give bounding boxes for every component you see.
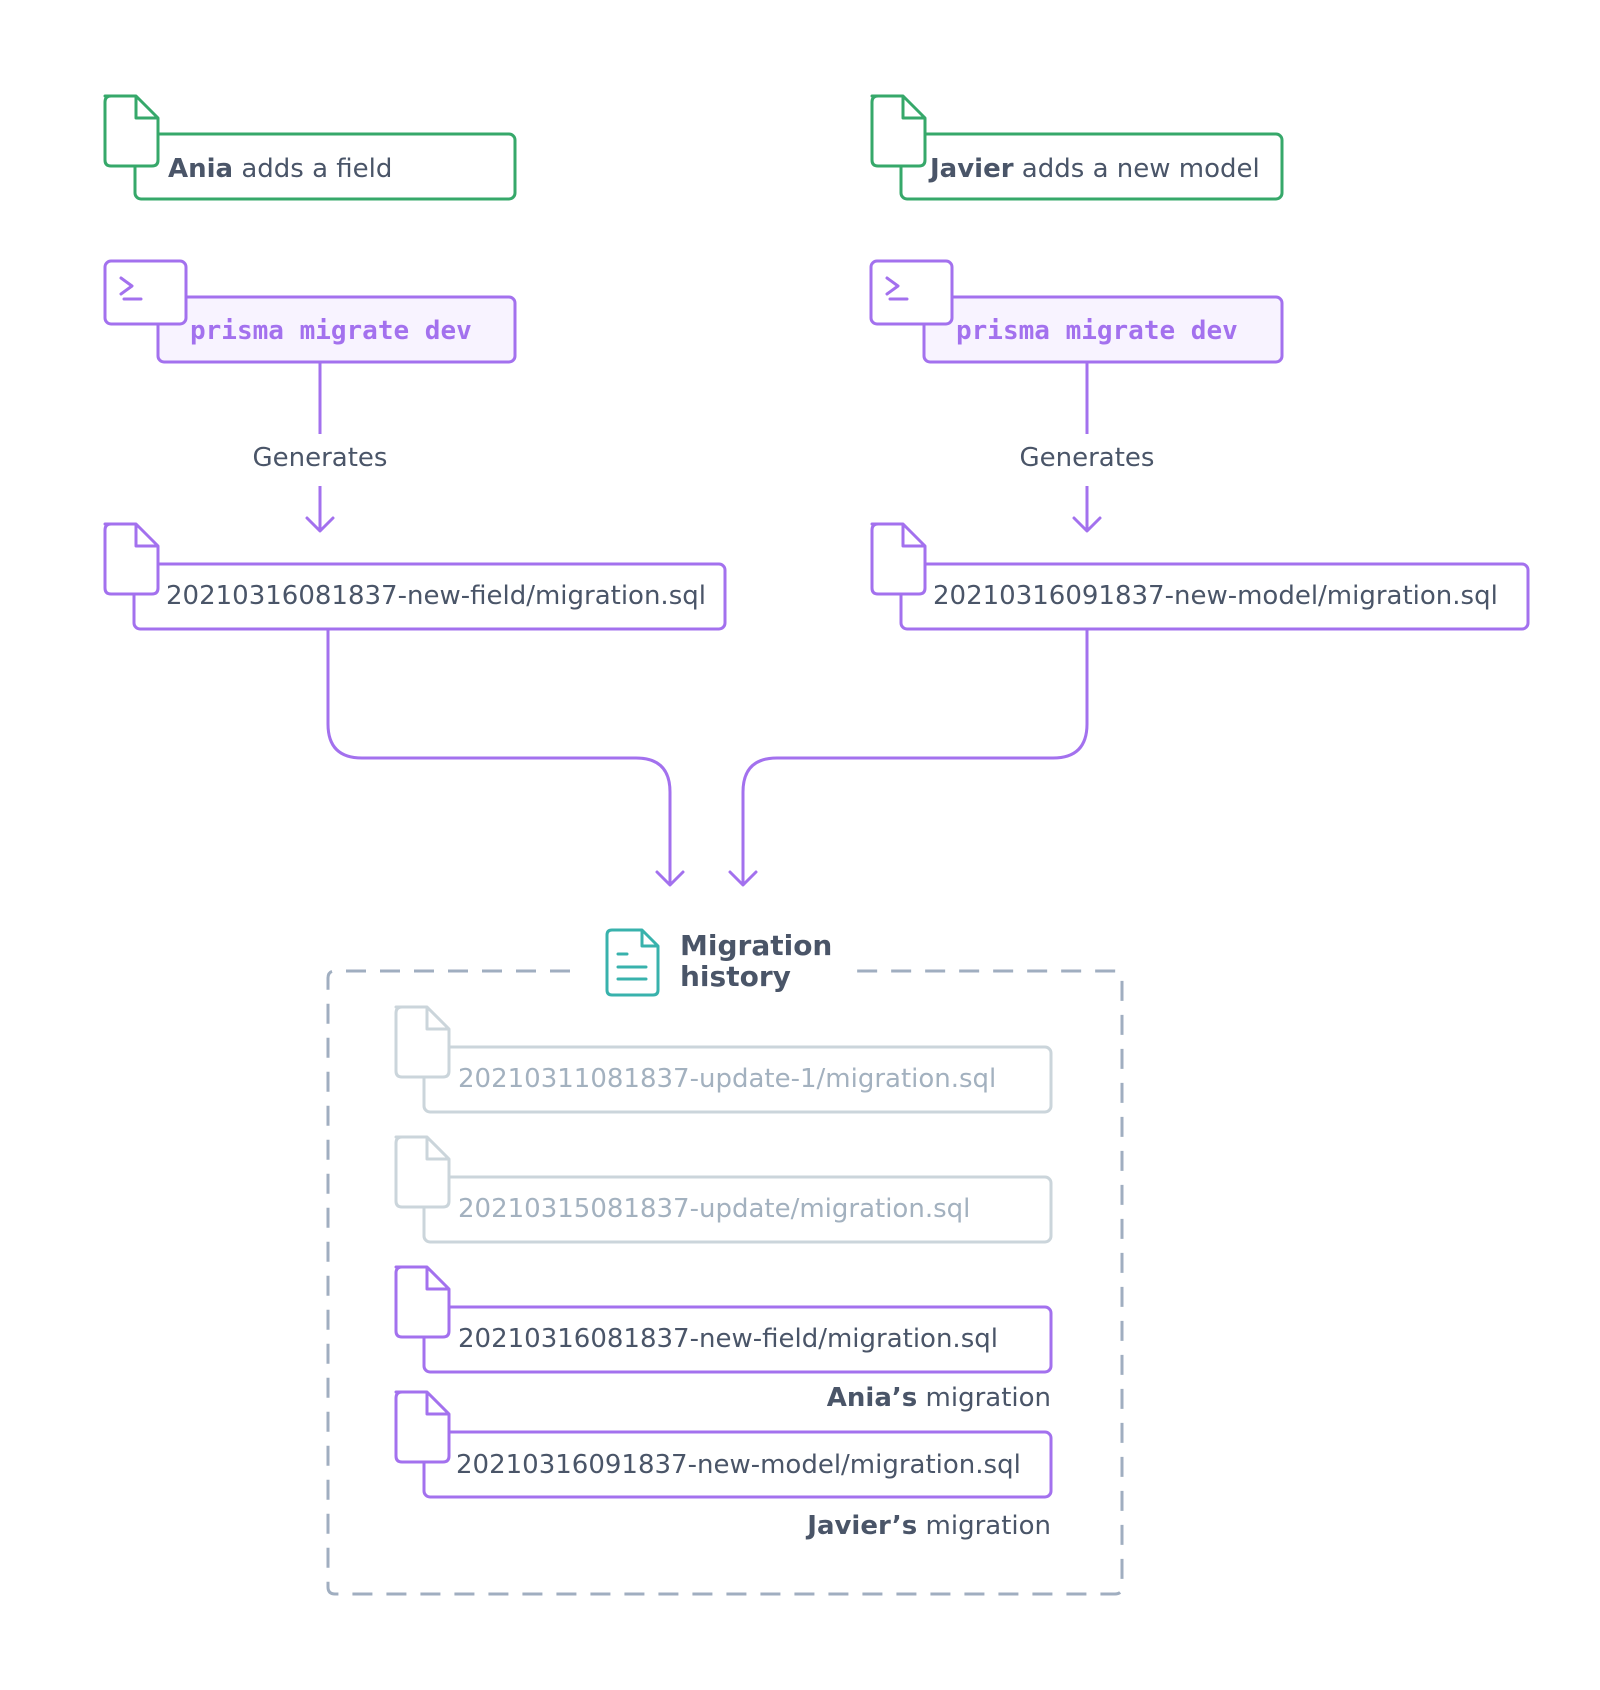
right-actor-card: Javier adds a new model xyxy=(870,94,1284,201)
file-icon xyxy=(103,522,160,596)
file-icon xyxy=(103,94,160,168)
right-command-text: prisma migrate dev xyxy=(956,316,1238,346)
document-icon xyxy=(605,928,660,997)
right-generates-label: Generates xyxy=(1020,443,1155,473)
terminal-icon xyxy=(869,259,954,326)
left-migration-card: 20210316081837-new-field/migration.sql xyxy=(103,522,727,631)
left-command-card: prisma migrate dev xyxy=(103,259,517,364)
left-generates-label: Generates xyxy=(253,443,388,473)
right-merge-arrow xyxy=(728,629,1089,887)
javier-migration-label: Javier’s migration xyxy=(805,1511,1051,1541)
history-item: 20210315081837-update/migration.sql xyxy=(394,1135,1053,1244)
right-command-card: prisma migrate dev xyxy=(869,259,1284,364)
right-migration-file-text: 20210316091837-new-model/migration.sql xyxy=(933,581,1498,611)
right-migration-card: 20210316091837-new-model/migration.sql xyxy=(870,522,1530,631)
file-icon xyxy=(394,1005,451,1079)
ania-migration-label: Ania’s migration xyxy=(827,1383,1051,1413)
right-arrow xyxy=(1072,486,1102,533)
history-title-line1: Migration xyxy=(680,929,832,962)
history-item-file: 20210316091837-new-model/migration.sql xyxy=(456,1450,1021,1480)
left-arrow xyxy=(305,486,335,533)
file-icon xyxy=(394,1135,451,1209)
history-item-file: 20210311081837-update-1/migration.sql xyxy=(458,1064,996,1094)
history-item: 20210316081837-new-field/migration.sql xyxy=(394,1265,1053,1374)
history-item: 20210316091837-new-model/migration.sql xyxy=(394,1390,1053,1499)
file-icon xyxy=(870,522,927,596)
migration-history-container xyxy=(326,969,1124,1596)
history-title-line2: history xyxy=(680,960,791,993)
left-merge-arrow xyxy=(326,629,685,887)
left-actor-card: Ania adds a field xyxy=(103,94,517,201)
right-actor-text: Javier adds a new model xyxy=(928,154,1260,184)
left-command-text: prisma migrate dev xyxy=(190,316,472,346)
left-actor-text: Ania adds a field xyxy=(168,154,392,184)
history-item: 20210311081837-update-1/migration.sql xyxy=(394,1005,1053,1114)
history-header: Migration history xyxy=(605,928,832,997)
file-icon xyxy=(394,1265,451,1339)
history-item-file: 20210316081837-new-field/migration.sql xyxy=(458,1324,998,1354)
file-icon xyxy=(870,94,927,168)
history-item-file: 20210315081837-update/migration.sql xyxy=(458,1194,970,1224)
file-icon xyxy=(394,1390,451,1464)
left-migration-file-text: 20210316081837-new-field/migration.sql xyxy=(166,581,706,611)
terminal-icon xyxy=(103,259,188,326)
